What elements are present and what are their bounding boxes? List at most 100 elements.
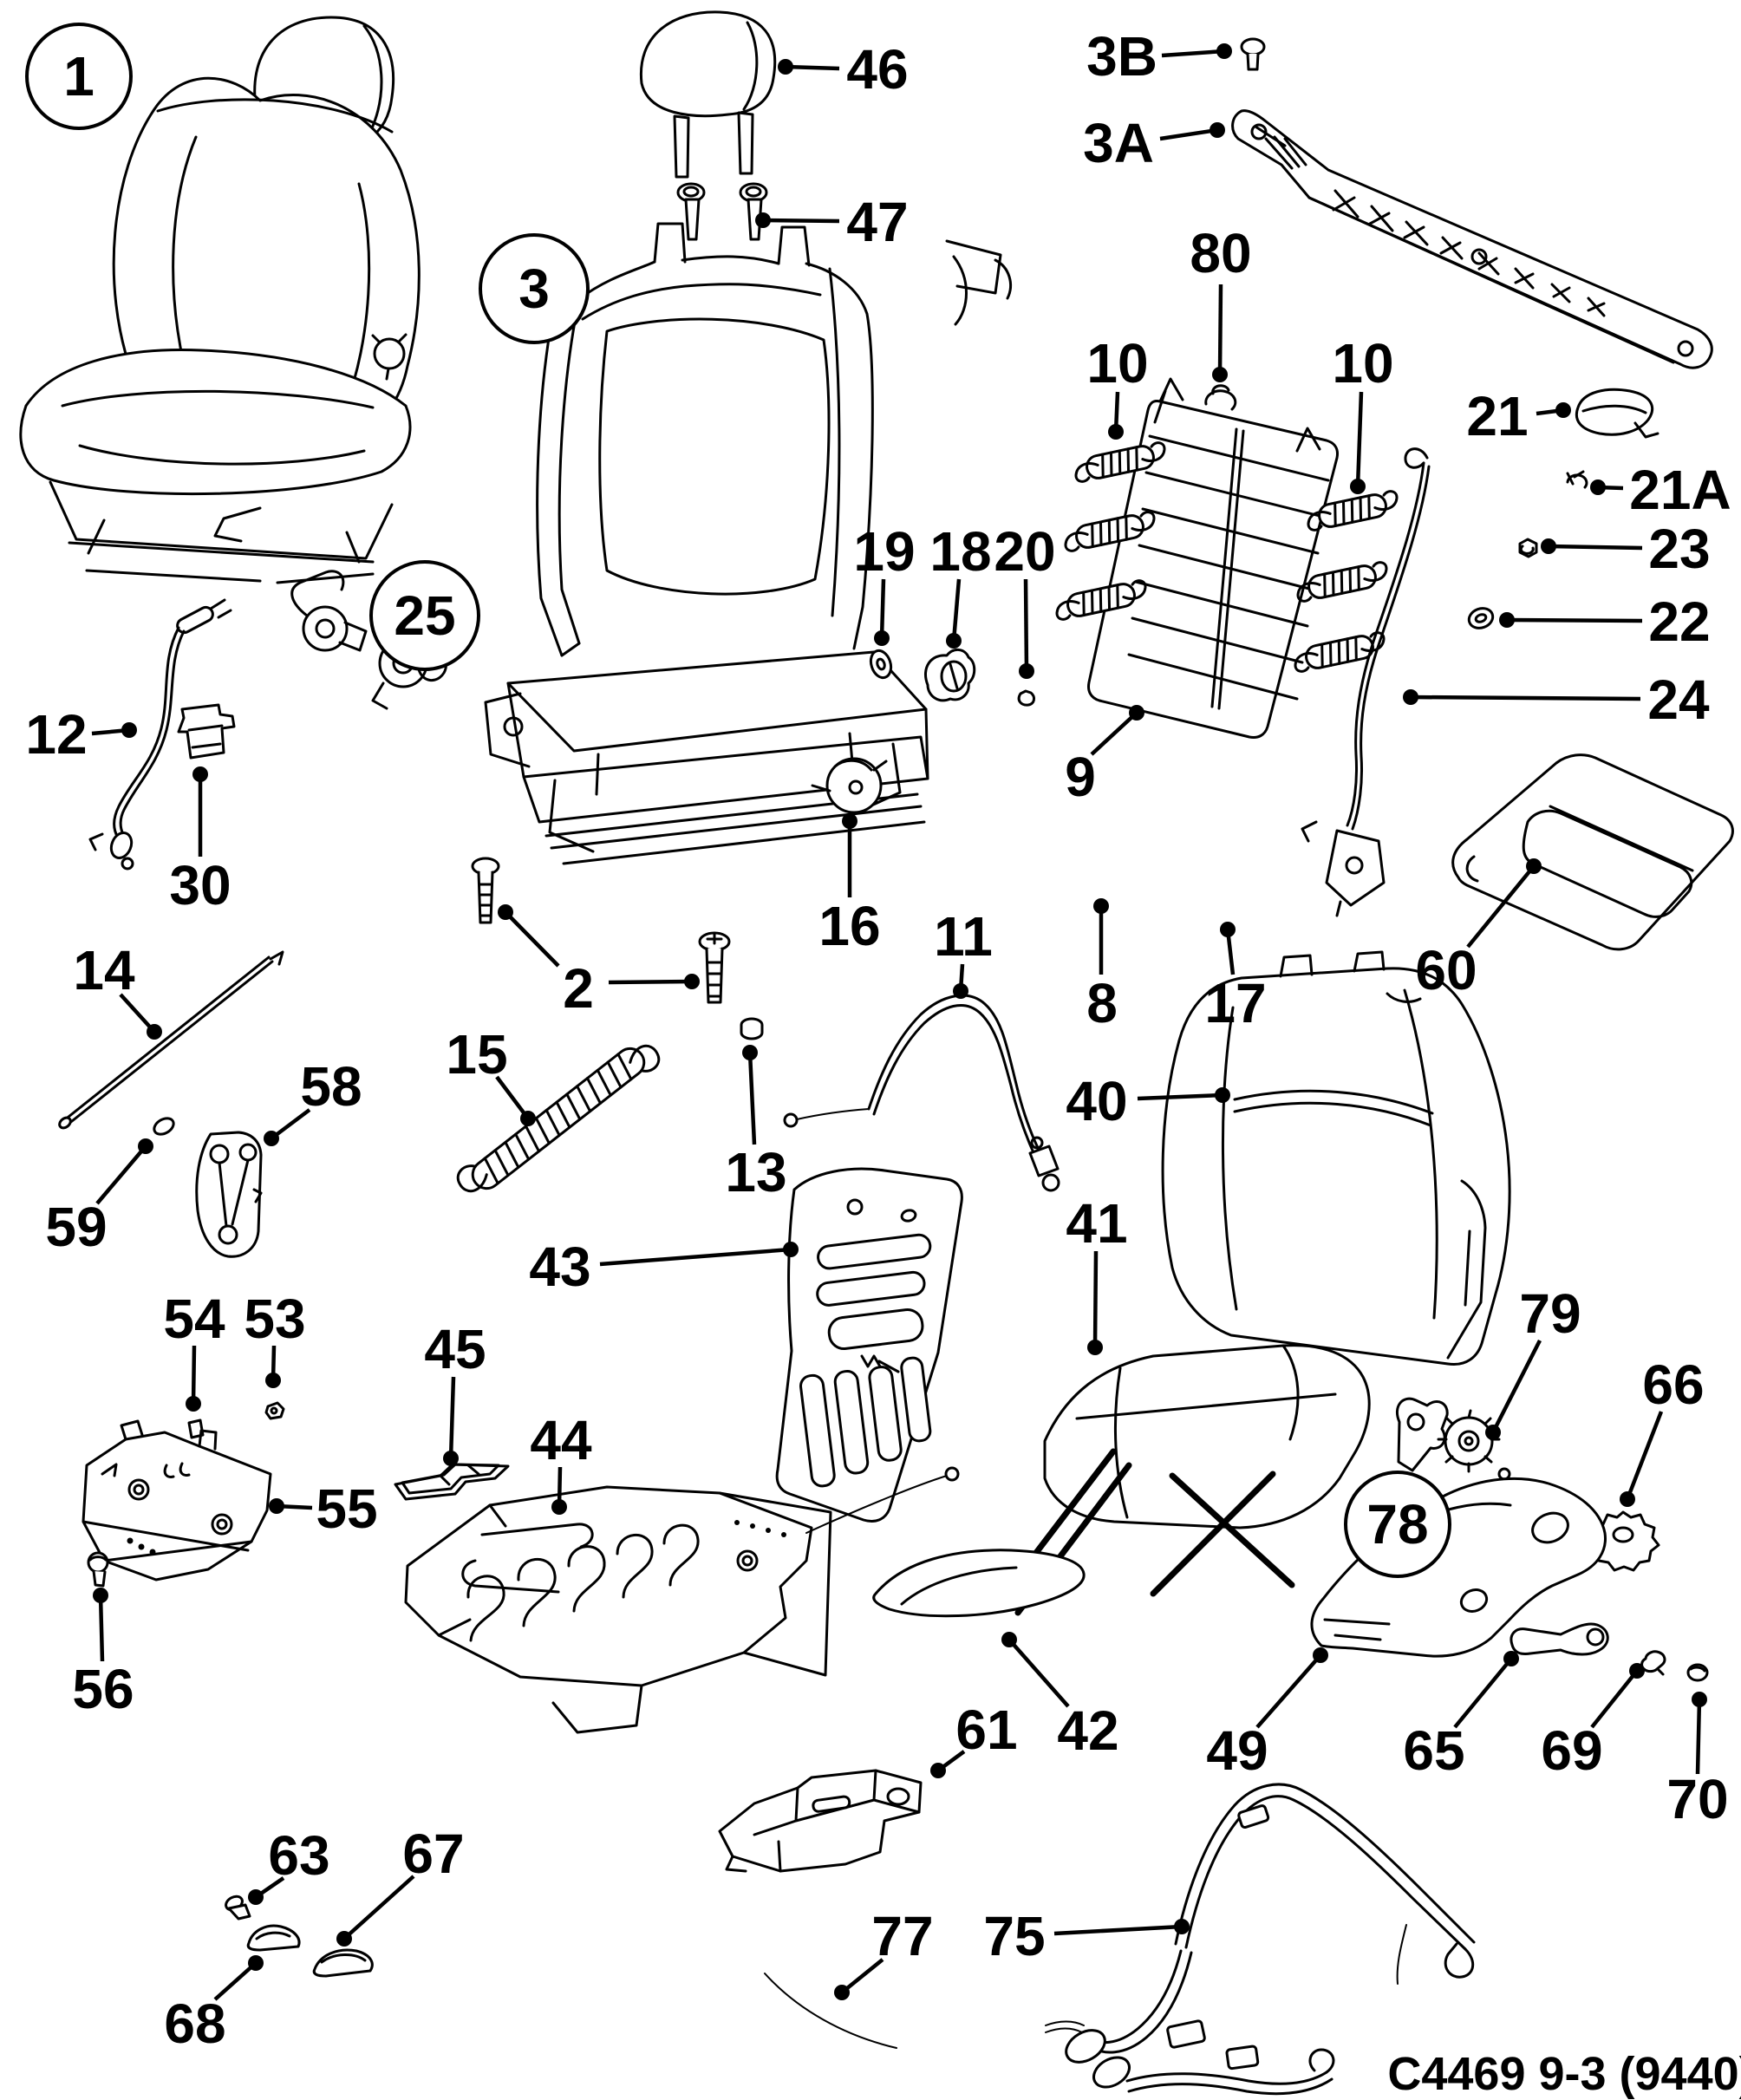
callout-label-14: 14 (73, 939, 135, 1001)
leader-line-21 (119, 993, 156, 1034)
leader-dot-9 (1541, 538, 1556, 554)
release-cable-11-drawing (783, 994, 1060, 1192)
callout-label-19: 19 (853, 520, 915, 583)
washer-19-drawing (869, 649, 893, 680)
callout-label-30: 30 (169, 854, 231, 916)
leader-dot-27 (1526, 858, 1542, 874)
leader-dot-45 (1629, 1663, 1645, 1679)
leader-line-3 (1159, 127, 1218, 141)
washer-59-drawing (153, 1117, 175, 1136)
release-cable-24-drawing (1301, 447, 1431, 917)
handle-65-drawing (1510, 1622, 1609, 1656)
leader-dot-0 (778, 59, 793, 75)
callout-label-24: 24 (1647, 668, 1710, 731)
leader-line-23 (747, 1052, 757, 1145)
leader-dot-11 (1403, 689, 1418, 705)
cable-12-drawing (88, 598, 232, 871)
callout-label-17: 17 (1204, 972, 1266, 1034)
callout-label-59: 59 (45, 1196, 107, 1258)
callout-label-2: 2 (563, 957, 594, 1020)
screw-56-drawing (87, 1551, 109, 1588)
callout-label-75: 75 (983, 1905, 1045, 1967)
leader-dot-8 (1590, 479, 1606, 495)
handle-21-drawing (1575, 388, 1659, 439)
leader-dot-24 (953, 983, 968, 999)
leader-dot-23 (742, 1045, 758, 1060)
callout-label-61: 61 (955, 1699, 1017, 1761)
leader-dot-31 (1620, 1491, 1635, 1507)
backrest-frame-3-drawing (484, 222, 1012, 865)
leader-line-33 (95, 1145, 147, 1205)
cap-70-drawing (1686, 1663, 1709, 1682)
leader-dot-44 (1503, 1651, 1519, 1666)
leader-line-6 (1355, 391, 1364, 487)
clip-20-drawing (1017, 689, 1036, 707)
diagram-code: C4469 9-3 (9440) (1387, 2048, 1741, 2100)
assembly-circle-1 (25, 23, 133, 130)
switch-bracket-45-drawing (394, 1463, 510, 1501)
leader-dot-14 (1019, 663, 1034, 679)
leader-line-27 (1466, 864, 1536, 949)
leader-dot-25 (1093, 898, 1109, 914)
cushion-heating-pad-44-drawing (404, 1466, 960, 1734)
leader-line-48 (1053, 1924, 1183, 1936)
leader-dot-7 (1555, 402, 1571, 418)
wiring-harness-75-drawing (1045, 1783, 1476, 2096)
callout-label-40: 40 (1066, 1070, 1127, 1132)
assembly-circle-3 (479, 233, 590, 344)
callout-label-69: 69 (1541, 1719, 1602, 1782)
trim-strip-77-drawing (764, 1973, 897, 2049)
leader-dot-10 (1499, 612, 1515, 628)
callout-label-11: 11 (934, 905, 993, 968)
leader-line-44 (1453, 1657, 1513, 1729)
knob-69-drawing (1640, 1650, 1666, 1676)
leader-dot-43 (1313, 1647, 1328, 1663)
leader-dot-39 (269, 1498, 284, 1514)
callout-label-10: 10 (1332, 332, 1393, 395)
leader-dot-42 (930, 1763, 946, 1778)
cover-cap-68-drawing (246, 1924, 301, 1952)
leader-dot-47 (834, 1985, 850, 2000)
leader-dot-16 (121, 722, 137, 738)
leader-dot-3 (1210, 122, 1225, 138)
leader-line-11 (1410, 695, 1641, 701)
callout-label-10: 10 (1086, 332, 1148, 395)
leader-line-22 (495, 1075, 530, 1120)
leader-dot-18 (842, 813, 857, 829)
leader-dot-33 (138, 1138, 153, 1154)
callout-label-9: 9 (1065, 746, 1096, 808)
knob-18-drawing (924, 649, 976, 702)
screws-2-drawing (471, 857, 731, 1004)
callout-label-18: 18 (929, 520, 991, 583)
leader-line-51 (213, 1961, 258, 2001)
callout-label-63: 63 (268, 1824, 329, 1887)
leader-dot-6 (1350, 479, 1366, 494)
leader-dot-37 (443, 1451, 459, 1466)
callout-label-41: 41 (1066, 1192, 1127, 1255)
leader-dot-50 (336, 1931, 352, 1947)
leader-dot-2 (1216, 43, 1232, 59)
callout-label-21: 21 (1466, 385, 1528, 447)
callout-label-43: 43 (529, 1236, 590, 1298)
leader-dot-20 (498, 904, 513, 920)
callout-label-21A: 21A (1629, 459, 1731, 521)
assembly-circle-25 (369, 560, 480, 671)
backrest-heating-pad-43-drawing (775, 1167, 963, 1523)
callout-label-3B: 3B (1086, 25, 1157, 88)
callout-label-70: 70 (1666, 1768, 1728, 1830)
assembly-circle-78 (1344, 1471, 1451, 1578)
callout-label-3A: 3A (1083, 112, 1154, 174)
clip-21A-drawing (1566, 470, 1588, 489)
leader-line-40 (98, 1595, 105, 1662)
callout-label-13: 13 (725, 1141, 786, 1203)
leader-line-28 (1137, 1092, 1223, 1101)
cover-sheet-42-drawing (872, 1549, 1086, 1618)
leader-lines (91, 43, 1707, 2001)
leader-dot-26 (1220, 922, 1236, 937)
leader-line-46 (1695, 1699, 1702, 1775)
leader-dot-34 (186, 1396, 201, 1412)
screw-63-drawing (225, 1895, 251, 1921)
callout-label-77: 77 (871, 1905, 933, 1967)
assembly-label-1: 1 (63, 45, 95, 108)
